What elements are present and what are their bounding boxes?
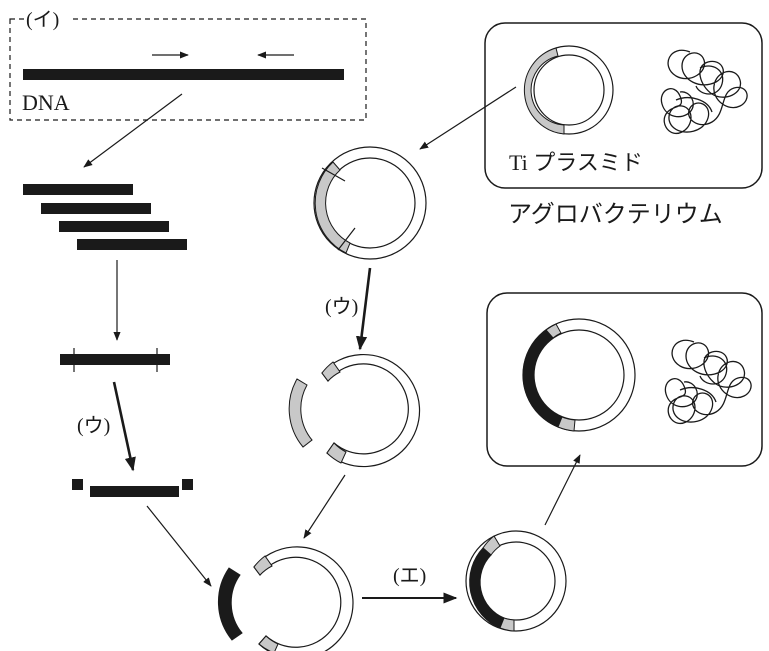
opened-plasmid	[288, 353, 421, 468]
recombinant-plasmid-in-cell	[522, 318, 636, 432]
cut-end-left	[72, 479, 83, 490]
amplified-fragments	[23, 184, 187, 250]
label-e: (エ)	[393, 565, 426, 587]
dna-dashed-box	[9, 10, 367, 121]
fragment-4	[77, 239, 187, 250]
arrow-fragment-to-ligation	[146, 505, 212, 587]
fragment-3	[59, 221, 169, 232]
cut-fragment	[72, 479, 193, 497]
label-ti-plasmid: Ti プラスミド	[509, 150, 643, 175]
cut-end-right	[182, 479, 193, 490]
label-agrobacterium: アグロバクテリウム	[508, 201, 723, 228]
agrobacterium-cell-top	[484, 22, 763, 189]
ti-plasmid-with-cut-sites	[313, 146, 427, 260]
ti-plasmid-in-cell	[523, 45, 614, 135]
arrow-cell-to-plasmid	[419, 86, 517, 150]
plasmid-cut-mark-top	[321, 167, 346, 182]
fragment-2	[41, 203, 151, 214]
arrow-restriction-right	[355, 267, 372, 351]
label-u-right: (ウ)	[325, 296, 358, 318]
fragment-with-cut-sites	[60, 348, 170, 372]
label-u-left: (ウ)	[77, 415, 110, 437]
label-i: (イ)	[26, 9, 59, 31]
chromosome-tangle-transformed	[664, 339, 752, 425]
agrobacterium-cell-transformed	[486, 292, 763, 467]
plasmid-cut-mark-bottom	[337, 227, 356, 251]
cut-insert-gene	[90, 486, 179, 497]
arrow-dna-to-fragments	[83, 93, 183, 168]
arrow-restriction-left	[112, 381, 136, 472]
ligation-plasmid	[217, 546, 354, 651]
dna-strand	[23, 69, 344, 80]
fragment-1	[23, 184, 133, 195]
arrow-opened-to-ligation	[303, 474, 346, 539]
insert-gene-arc	[217, 567, 243, 641]
chromosome-tangle	[660, 49, 748, 135]
label-dna: DNA	[22, 90, 70, 115]
recombinant-plasmid	[465, 530, 567, 632]
